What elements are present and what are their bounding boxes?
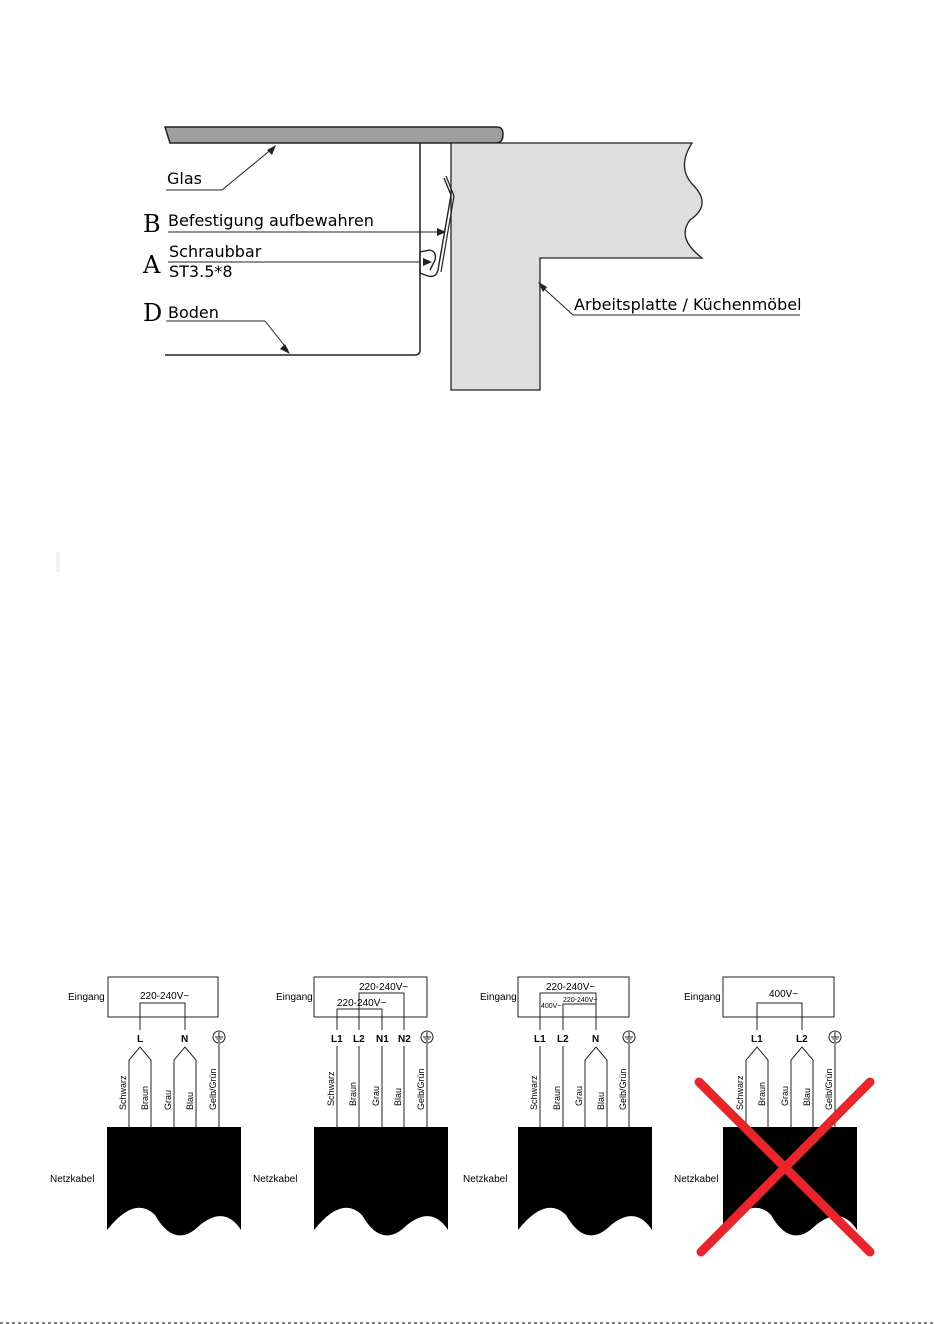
- wire-braun: Braun: [552, 1086, 562, 1110]
- voltage-right-label: 220-240V~: [563, 997, 597, 1004]
- earth-icon: [212, 1030, 226, 1044]
- wire-gelb-gruen: Gelb/Grün: [824, 1068, 834, 1110]
- voltage-label: 220-240V~: [140, 991, 189, 1002]
- wiring-diagram-4: Eingang 400V~ L1 L2 Schwarz Braun Grau B…: [674, 976, 875, 1257]
- glas-label: Glas: [167, 169, 202, 188]
- terminal-n2: N2: [398, 1034, 411, 1045]
- wire-braun: Braun: [757, 1082, 767, 1106]
- netzkabel-label: Netzkabel: [674, 1174, 718, 1185]
- cable-jacket: [107, 1127, 241, 1236]
- voltage-top-label: 220-240V~: [359, 982, 408, 993]
- wire-blau: Blau: [393, 1088, 403, 1106]
- netzkabel-label: Netzkabel: [50, 1174, 94, 1185]
- netzkabel-label: Netzkabel: [253, 1174, 297, 1185]
- eingang-label: Eingang: [480, 992, 517, 1003]
- terminal-n: N: [592, 1034, 599, 1045]
- wiring-diagrams: Eingang 220-240V~ L N Schwarz Braun Grau…: [50, 976, 875, 1257]
- terminal-l2: L2: [353, 1034, 365, 1045]
- worktop-label: Arbeitsplatte / Küchenmöbel: [574, 295, 802, 314]
- worktop-shape: [450, 142, 704, 391]
- cable-jacket: [518, 1127, 652, 1236]
- wiring-diagram-2: Eingang 220-240V~ 220-240V~ L1 L2 N1 N2 …: [253, 976, 448, 1236]
- terminal-l1: L1: [331, 1034, 343, 1045]
- wire-gelb-gruen: Gelb/Grün: [618, 1068, 628, 1110]
- letter-d: D: [143, 299, 162, 327]
- wiring-diagram-3: Eingang 220-240V~ 400V~ 220-240V~ L1 L2 …: [463, 976, 652, 1236]
- glass-plate: [163, 126, 504, 144]
- wire-gelb-gruen: Gelb/Grün: [208, 1068, 218, 1110]
- wire-grau: Grau: [371, 1086, 381, 1106]
- terminal-n1: N1: [376, 1034, 389, 1045]
- wire-schwarz: Schwarz: [529, 1075, 539, 1110]
- wiring-diagram-1: Eingang 220-240V~ L N Schwarz Braun Grau…: [50, 976, 241, 1236]
- earth-icon: [828, 1030, 842, 1044]
- wire-gelb-gruen: Gelb/Grün: [416, 1068, 426, 1110]
- wire-blau: Blau: [596, 1092, 606, 1110]
- terminal-l2: L2: [796, 1034, 808, 1045]
- eingang-label: Eingang: [68, 992, 105, 1003]
- terminal-l1: L1: [534, 1034, 546, 1045]
- voltage-left-label: 400V~: [541, 1003, 561, 1010]
- wire-schwarz: Schwarz: [118, 1075, 128, 1110]
- page-bottom-edge: [0, 1322, 934, 1324]
- cable-jacket: [314, 1127, 448, 1236]
- voltage-label: 400V~: [769, 989, 798, 1000]
- hob-body: [165, 143, 421, 356]
- eingang-label: Eingang: [684, 992, 721, 1003]
- page-artifact: [56, 552, 60, 572]
- wire-grau: Grau: [574, 1086, 584, 1106]
- wire-grau: Grau: [780, 1086, 790, 1106]
- wire-schwarz: Schwarz: [735, 1075, 745, 1110]
- wire-blau: Blau: [185, 1092, 195, 1110]
- voltage-bottom-label: 220-240V~: [337, 998, 386, 1009]
- letter-a: A: [142, 251, 161, 279]
- wire-braun: Braun: [140, 1086, 150, 1110]
- wire-grau: Grau: [163, 1090, 173, 1110]
- befestigung-label: Befestigung aufbewahren: [168, 211, 374, 230]
- earth-icon: [420, 1030, 434, 1044]
- earth-icon: [622, 1030, 636, 1044]
- wire-schwarz: Schwarz: [326, 1071, 336, 1106]
- screw-size-label: ST3.5*8: [169, 262, 233, 281]
- eingang-label: Eingang: [276, 992, 313, 1003]
- wire-braun: Braun: [348, 1082, 358, 1106]
- boden-label: Boden: [168, 303, 219, 322]
- voltage-top-label: 220-240V~: [546, 982, 595, 993]
- schraubbar-label: Schraubbar: [169, 242, 262, 261]
- terminal-l1: L1: [751, 1034, 763, 1045]
- cross-out-icon: [694, 1077, 875, 1257]
- installation-diagram: Glas B Befestigung aufbewahren A Schraub…: [142, 126, 802, 391]
- wire-blau: Blau: [802, 1088, 812, 1106]
- terminal-l: L: [137, 1034, 143, 1045]
- netzkabel-label: Netzkabel: [463, 1174, 507, 1185]
- letter-b: B: [143, 210, 161, 238]
- terminal-n: N: [181, 1034, 188, 1045]
- clip-bracket: [419, 177, 452, 278]
- terminal-l2: L2: [557, 1034, 569, 1045]
